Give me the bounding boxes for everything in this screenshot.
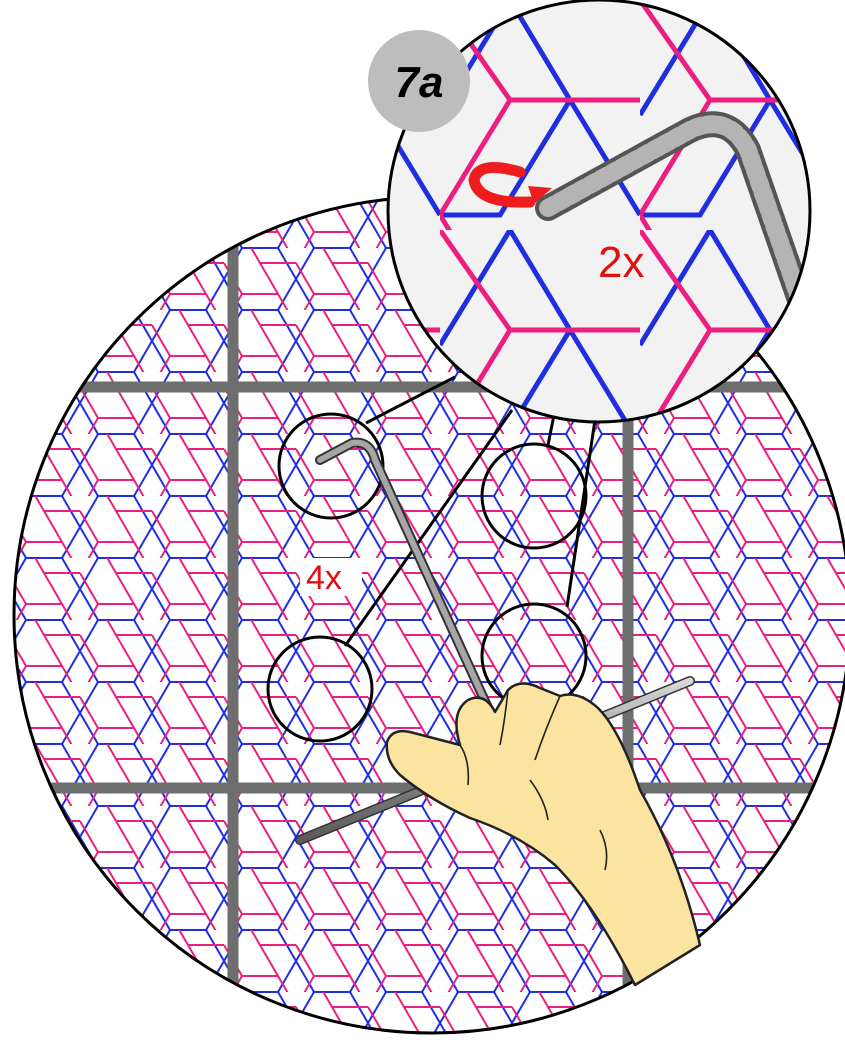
detail-count-label: 2x xyxy=(598,238,644,287)
step-badge: 7a xyxy=(368,30,470,132)
step-label: 7a xyxy=(395,58,444,107)
main-count-label: 4x xyxy=(306,559,342,597)
